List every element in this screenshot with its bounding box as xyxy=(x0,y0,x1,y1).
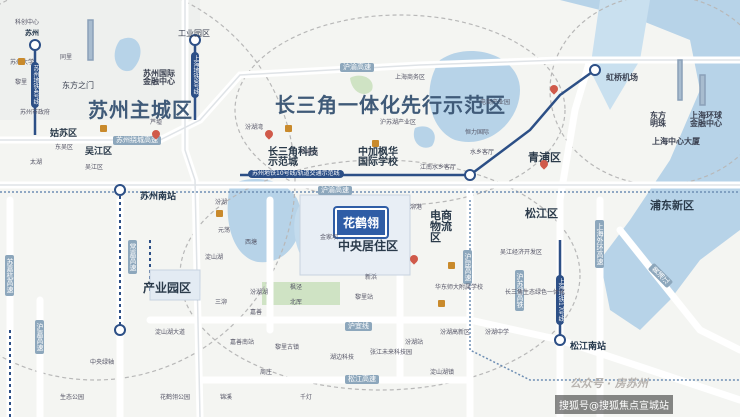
place-label: 汾湖湾 xyxy=(245,124,264,131)
landmark-oriental-pearl: 东方 明珠 xyxy=(650,111,666,128)
station-suzhou: 苏州 xyxy=(25,29,39,37)
place-label: 锦溪 xyxy=(220,394,233,401)
region-zhongjia-school: 中加枫华 国际学校 xyxy=(358,147,398,168)
place-label: 生态公园 xyxy=(60,394,85,401)
poi-marker xyxy=(438,300,445,307)
place-label: 汾湖 xyxy=(215,199,228,206)
huangpu-river xyxy=(560,0,740,330)
place-label: 花鹤翎公园 xyxy=(160,394,191,401)
road-songhu: 松江高速 xyxy=(345,375,379,384)
place-label: 汾湖站 xyxy=(405,339,424,346)
region-yrd-demo: 长三角一体化先行示范区 xyxy=(275,93,506,117)
poi-marker xyxy=(448,262,455,269)
place-label: 黎里站 xyxy=(355,294,374,301)
place-label: 西塘 xyxy=(245,239,258,246)
place-label: 周庄 xyxy=(260,369,273,376)
place-label: 中央绿轴 xyxy=(90,359,115,366)
metro-line-10: 上海地铁9号线 xyxy=(191,52,199,98)
place-label: 千灯 xyxy=(300,394,313,401)
region-qingpu: 青浦区 xyxy=(528,151,561,164)
place-label: 长三角生态绿色一体化 xyxy=(505,289,566,296)
metro-link-line: 苏州地铁10号线/轨道交通示范线 xyxy=(248,170,344,178)
place-label: 太湖 xyxy=(30,159,43,166)
road-huyan-2: 沪渝高速 xyxy=(318,186,352,195)
road-hujia: 沪嘉高速 xyxy=(35,320,44,354)
place-label: 嘉善 xyxy=(250,309,263,316)
landmark-east-gate: 东方之门 xyxy=(62,81,94,90)
road-suzhou-rao: 苏州绕城高速 xyxy=(113,136,161,145)
landmark-hongqiao-airport: 虹桥机场 xyxy=(606,73,638,82)
place-label: 北厍 xyxy=(290,299,303,306)
place-label: 电商产业园 xyxy=(480,99,511,106)
region-wujiang: 吴江区 xyxy=(85,147,113,157)
place-label: 芦墟站 xyxy=(300,149,319,156)
place-label: 上海商务区 xyxy=(395,74,426,81)
region-industrial: 产业园区 xyxy=(143,281,192,295)
road-huyu-yx: 沪宜线 xyxy=(345,322,372,331)
landmark-industrial-park: 工业园区 xyxy=(178,29,210,38)
place-label: 元荡 xyxy=(218,227,231,234)
region-central-residential: 中央居住区 xyxy=(338,239,399,253)
place-label: 枫泾 xyxy=(290,284,303,291)
road-changjia: 常嘉高速 xyxy=(128,240,137,274)
landmark-finance-center: 苏州国际 金融中心 xyxy=(143,69,175,86)
place-label: 吴江经济开发区 xyxy=(500,249,543,256)
place-label: 东吴区 xyxy=(55,144,74,151)
region-gusu: 姑苏区 xyxy=(50,129,78,139)
landmark-swfc: 上海环球 金融中心 xyxy=(690,111,722,128)
lake-west xyxy=(227,179,301,263)
place-label: 恒力国际 xyxy=(465,129,490,136)
project-badge[interactable]: 花鹤翎 xyxy=(335,208,388,237)
region-ecommerce: 电商 物流区 xyxy=(430,209,452,244)
place-label: 江南水乡客厅 xyxy=(420,164,457,171)
region-pudong: 浦东新区 xyxy=(650,199,694,212)
place-label: 华东师大附属学校 xyxy=(435,284,484,291)
place-label: 嘉善南站 xyxy=(230,339,255,346)
poi-marker xyxy=(216,210,223,217)
place-label: 泖港 xyxy=(410,204,423,211)
place-label: 汾湖高新区 xyxy=(440,329,471,336)
place-label: 新浜 xyxy=(365,274,378,281)
road-sujia: 苏嘉杭高速 xyxy=(5,255,14,296)
place-label: 金家坝 xyxy=(320,234,339,241)
place-label: 芦墟 xyxy=(150,119,163,126)
place-label: 三泖 xyxy=(215,299,228,306)
place-label: 苏州市政府 xyxy=(20,109,51,116)
poi-marker xyxy=(100,125,107,132)
station-suzhou-south: 苏州南站 xyxy=(140,192,177,202)
watermark-public-account: 公众号 · 房苏州 xyxy=(570,377,648,390)
region-songjiang: 松江区 xyxy=(525,207,558,220)
place-label: 汾湖湖 xyxy=(250,289,269,296)
watermark-sohu: 搜狐号@搜狐焦点宣城站 xyxy=(555,395,673,414)
poi-marker xyxy=(372,140,379,147)
place-label: 淀山湖 xyxy=(205,254,224,261)
place-label: 吴江区 xyxy=(85,164,104,171)
place-label: 科创中心 xyxy=(15,19,40,26)
dianshan-lake xyxy=(429,51,520,142)
place-label: 汾湖中学 xyxy=(485,329,510,336)
place-label: 黎里 xyxy=(15,79,28,86)
station-songjiang-south: 松江南站 xyxy=(570,342,607,352)
place-label: 水乡客厅 xyxy=(470,149,495,156)
poi-marker xyxy=(285,125,292,132)
road-hupeng: 沪昆高速 xyxy=(463,250,472,284)
place-label: 淀山湖大道 xyxy=(155,329,186,336)
place-label: 张江未来科技园 xyxy=(370,349,413,356)
road-husu: 沪苏湖高铁 xyxy=(515,270,524,311)
region-suzhou-main: 苏州主城区 xyxy=(88,98,193,122)
place-label: 淀山湖镇 xyxy=(430,369,455,376)
landmark-shanghai-center: 上海中心大厦 xyxy=(652,137,700,146)
metro-line17: 上海地铁17号线 xyxy=(556,275,564,325)
place-label: 沪苏湖产业区 xyxy=(380,119,417,126)
poi-marker xyxy=(18,58,25,65)
metro-line4: 苏州地铁4号线 xyxy=(31,62,39,108)
road-shanghai-outer: 上海外环高速 xyxy=(595,220,604,268)
place-label: 黎里古镇 xyxy=(275,344,300,351)
region-tech-city: 长三角科技 示范城 xyxy=(268,147,318,168)
road-huyan: 沪渝高速 xyxy=(340,63,374,72)
place-label: 同里 xyxy=(60,54,73,61)
place-label: 湖边科技 xyxy=(330,354,355,361)
